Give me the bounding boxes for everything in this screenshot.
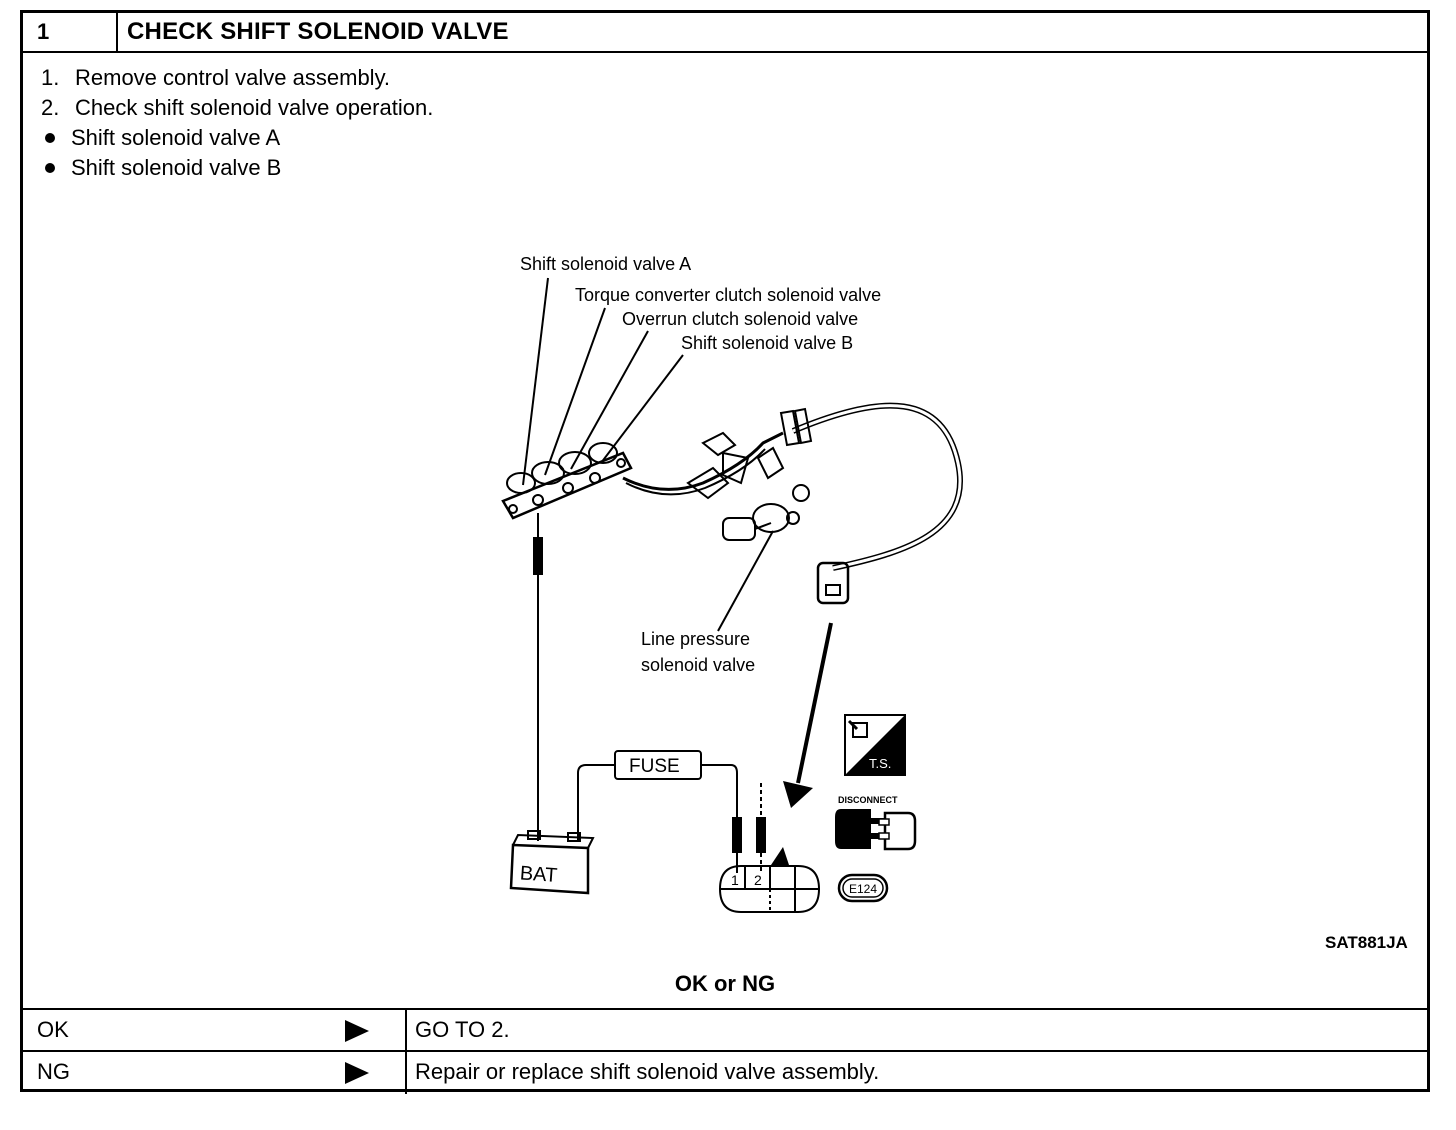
instruction-list: 1. Remove control valve assembly. 2. Check… xyxy=(41,63,433,183)
leader-line-shift-a xyxy=(522,277,549,486)
procedure-frame: 1 CHECK SHIFT SOLENOID VALVE 1. Remove co… xyxy=(20,10,1430,1094)
instruction-text: Shift solenoid valve A xyxy=(71,125,281,150)
result-action: GO TO 2. xyxy=(415,1017,510,1042)
result-condition: NG xyxy=(37,1059,70,1084)
pin-1-label: 1 xyxy=(731,872,739,888)
leader-line-overrun xyxy=(570,330,649,470)
label-line-pressure-2: solenoid valve xyxy=(641,655,755,675)
connector-pointer xyxy=(796,622,833,784)
label-shift-solenoid-a: Shift solenoid valve A xyxy=(520,254,691,274)
wiring-diagram: Shift solenoid valve A Torque converter … xyxy=(501,254,963,913)
battery xyxy=(509,830,595,895)
connector-id-badge xyxy=(837,873,889,903)
pointer-arrowhead xyxy=(783,781,813,808)
result-action: Repair or replace shift solenoid valve a… xyxy=(415,1059,880,1084)
harness-connector xyxy=(816,561,850,605)
instruction-item: Shift solenoid valve A xyxy=(41,123,433,153)
bullet-icon xyxy=(45,163,55,174)
instruction-text: Shift solenoid valve B xyxy=(71,155,282,180)
step-title: CHECK SHIFT SOLENOID VALVE xyxy=(127,18,509,45)
leader-line-shift-b xyxy=(600,354,684,464)
instruction-item: 1. Remove control valve assembly. xyxy=(41,63,433,93)
disconnect-label: DISCONNECT xyxy=(838,795,898,805)
instruction-number: 1. xyxy=(41,65,60,90)
column-divider xyxy=(405,1010,407,1052)
pin-pointer-icon xyxy=(771,847,789,865)
arrow-right-icon xyxy=(345,1062,369,1084)
wire-terminal xyxy=(533,537,543,575)
instruction-text: Remove control valve assembly. xyxy=(75,65,391,90)
label-line-pressure-1: Line pressure xyxy=(641,629,750,649)
harness-cable xyxy=(779,402,963,571)
ts-label: T.S. xyxy=(869,756,891,771)
disconnect-icon xyxy=(835,809,917,851)
instruction-item: Shift solenoid valve B xyxy=(41,153,433,183)
pin-connector xyxy=(718,865,821,913)
column-divider xyxy=(405,1052,407,1094)
leader-line-line-pressure xyxy=(717,530,774,632)
result-row-ok: OK GO TO 2. xyxy=(23,1008,1427,1052)
step-number: 1 xyxy=(23,13,118,51)
fuse-label: FUSE xyxy=(629,756,680,777)
instruction-number: 2. xyxy=(41,95,60,120)
pin-2-label: 2 xyxy=(754,872,762,888)
leader-line-torque xyxy=(544,307,606,476)
result-title: OK or NG xyxy=(674,971,776,996)
step-header: 1 CHECK SHIFT SOLENOID VALVE xyxy=(23,13,1427,53)
figure-code: SAT881JA xyxy=(1325,933,1408,952)
bullet-icon xyxy=(45,133,55,144)
arrow-right-icon xyxy=(345,1020,369,1042)
connector-id-label: E124 xyxy=(849,882,877,896)
wire-battery-fuse xyxy=(577,764,615,841)
solenoid-assembly xyxy=(501,442,633,520)
instruction-text: Check shift solenoid valve operation. xyxy=(75,95,434,120)
result-condition: OK xyxy=(37,1017,69,1042)
wire-fuse-pin xyxy=(701,764,738,873)
ts-icon xyxy=(844,714,906,776)
battery-label: BAT xyxy=(519,862,558,887)
instruction-item: 2. Check shift solenoid valve operation. xyxy=(41,93,433,123)
result-row-ng: NG Repair or replace shift solenoid valv… xyxy=(23,1050,1427,1094)
label-torque-converter-solenoid: Torque converter clutch solenoid valve xyxy=(575,285,881,305)
line-pressure-solenoid xyxy=(722,484,810,541)
label-overrun-clutch-solenoid: Overrun clutch solenoid valve xyxy=(622,309,858,329)
label-shift-solenoid-b: Shift solenoid valve B xyxy=(681,333,853,353)
